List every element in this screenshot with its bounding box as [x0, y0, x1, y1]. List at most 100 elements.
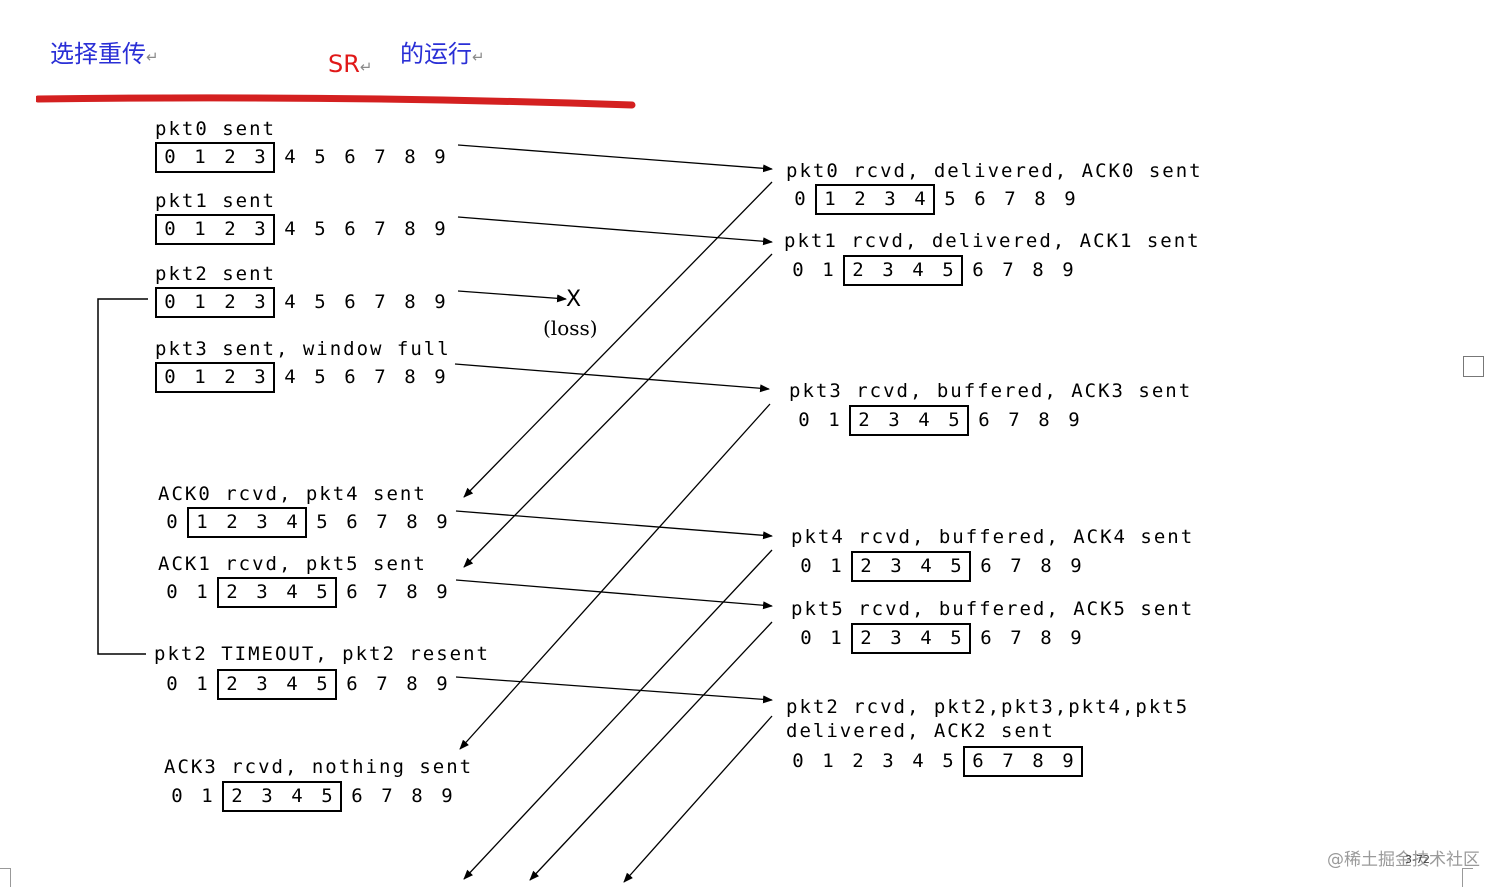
receiver-label: pkt4 rcvd, buffered, ACK4 sent: [791, 526, 1195, 548]
seq-number: 6: [344, 366, 356, 388]
window-box: [217, 669, 337, 700]
receiver-label: pkt5 rcvd, buffered, ACK5 sent: [791, 598, 1195, 620]
seq-number: 6: [978, 409, 990, 431]
seq-number: 8: [1038, 409, 1050, 431]
seq-number: 6: [346, 581, 358, 603]
seq-number: 8: [1032, 259, 1044, 281]
seq-number: 2: [858, 409, 870, 431]
seq-number: 5: [316, 581, 328, 603]
seq-number: 6: [346, 511, 358, 533]
seq-number: 1: [196, 673, 208, 695]
seq-number: 8: [1040, 555, 1052, 577]
seq-number: 5: [314, 146, 326, 168]
arrow-ack2: [623, 715, 773, 883]
seq-number: 1: [824, 188, 836, 210]
arrow-ack4: [463, 549, 773, 880]
seq-number: 3: [254, 146, 266, 168]
sender-label: pkt0 sent: [155, 118, 276, 140]
seq-number: 7: [1010, 555, 1022, 577]
seq-number: 0: [171, 785, 183, 807]
arrow-pkt2-resent: [455, 676, 773, 704]
seq-number: 2: [226, 673, 238, 695]
seq-number: 8: [1040, 627, 1052, 649]
receiver-label: pkt1 rcvd, delivered, ACK1 sent: [784, 230, 1201, 252]
seq-number: 3: [882, 750, 894, 772]
seq-number: 8: [1034, 188, 1046, 210]
seq-number: 6: [972, 750, 984, 772]
seq-number: 4: [912, 259, 924, 281]
seq-number: 8: [1032, 750, 1044, 772]
seq-number: 2: [852, 750, 864, 772]
seq-number: 1: [194, 366, 206, 388]
seq-number: 1: [822, 750, 834, 772]
arrow-ack0: [463, 181, 773, 498]
seq-number: 5: [316, 511, 328, 533]
seq-number: 8: [404, 366, 416, 388]
seq-number: 4: [912, 750, 924, 772]
seq-number: 5: [948, 409, 960, 431]
seq-number: 0: [164, 366, 176, 388]
seq-number: 9: [1064, 188, 1076, 210]
loss-x-mark: X: [566, 287, 582, 312]
seq-number: 4: [284, 366, 296, 388]
corner-mark-left: [0, 868, 11, 887]
seq-number: 4: [291, 785, 303, 807]
window-box: [217, 577, 337, 608]
seq-number: 5: [950, 555, 962, 577]
seq-number: 8: [404, 291, 416, 313]
seq-number: 6: [351, 785, 363, 807]
timeout-bracket: [97, 298, 148, 655]
sender-label: pkt3 sent, window full: [155, 338, 451, 360]
seq-number: 0: [800, 555, 812, 577]
seq-number: 9: [434, 218, 446, 240]
seq-number: 1: [194, 218, 206, 240]
window-box: [963, 746, 1083, 777]
receiver-label: pkt2 rcvd, pkt2,pkt3,pkt4,pkt5: [786, 696, 1190, 718]
receiver-label: pkt0 rcvd, delivered, ACK0 sent: [786, 160, 1203, 182]
seq-number: 6: [972, 259, 984, 281]
seq-number: 1: [194, 146, 206, 168]
seq-number: 2: [224, 291, 236, 313]
seq-number: 7: [1002, 750, 1014, 772]
arrow-pkt1: [457, 216, 773, 246]
window-box: [851, 623, 971, 654]
seq-number: 7: [1010, 627, 1022, 649]
seq-number: 6: [344, 218, 356, 240]
seq-number: 7: [1004, 188, 1016, 210]
window-box: [155, 142, 275, 173]
seq-number: 3: [254, 366, 266, 388]
seq-number: 7: [374, 146, 386, 168]
ack-arrows: [459, 181, 773, 883]
seq-number: 0: [166, 581, 178, 603]
seq-number: 3: [890, 627, 902, 649]
title-sr: SR↵: [328, 50, 373, 78]
seq-number: 5: [314, 366, 326, 388]
seq-number: 8: [404, 218, 416, 240]
seq-number: 1: [196, 581, 208, 603]
seq-number: 4: [284, 291, 296, 313]
seq-number: 1: [830, 627, 842, 649]
seq-number: 7: [381, 785, 393, 807]
watermark: @稀土掘金技术社区: [1327, 850, 1480, 870]
seq-number: 3: [261, 785, 273, 807]
seq-number: 2: [860, 627, 872, 649]
checkbox[interactable]: [1463, 356, 1484, 377]
seq-number: 5: [316, 673, 328, 695]
seq-number: 8: [404, 146, 416, 168]
seq-number: 5: [314, 291, 326, 313]
seq-number: 5: [942, 259, 954, 281]
seq-number: 0: [166, 673, 178, 695]
seq-number: 3: [256, 511, 268, 533]
seq-number: 3: [256, 673, 268, 695]
seq-number: 0: [164, 291, 176, 313]
